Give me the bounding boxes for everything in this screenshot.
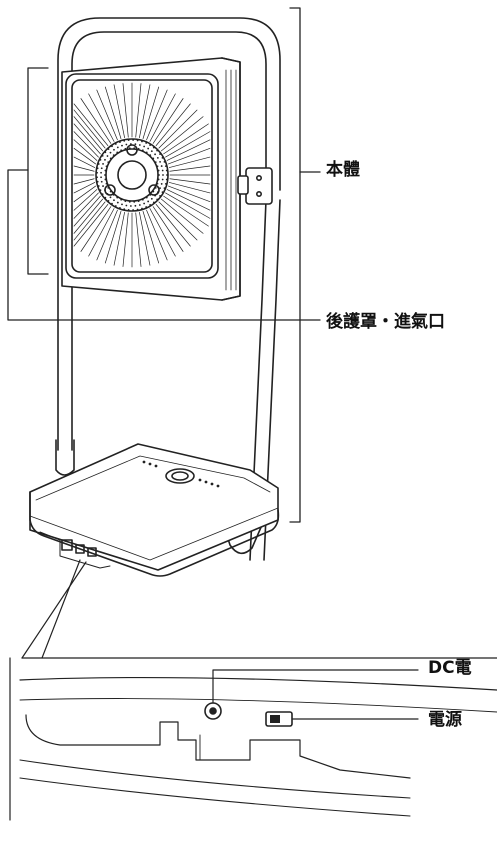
base: [29, 443, 280, 577]
label-body: 本體: [326, 160, 360, 180]
label-rear-guard-intake: 後護罩・進氣口: [326, 312, 445, 332]
zoom-callout: [9, 559, 497, 821]
indicator-dots: [142, 460, 220, 488]
grille-spokes: [73, 82, 211, 268]
fan-head: [61, 57, 241, 301]
side-bracket: [237, 167, 273, 205]
label-dc-jack: DC電: [428, 658, 472, 678]
grille-perforations: [96, 139, 168, 211]
leader-lines: [7, 7, 321, 523]
label-power-switch: 電源: [428, 710, 462, 730]
stand-frame: [55, 17, 281, 561]
